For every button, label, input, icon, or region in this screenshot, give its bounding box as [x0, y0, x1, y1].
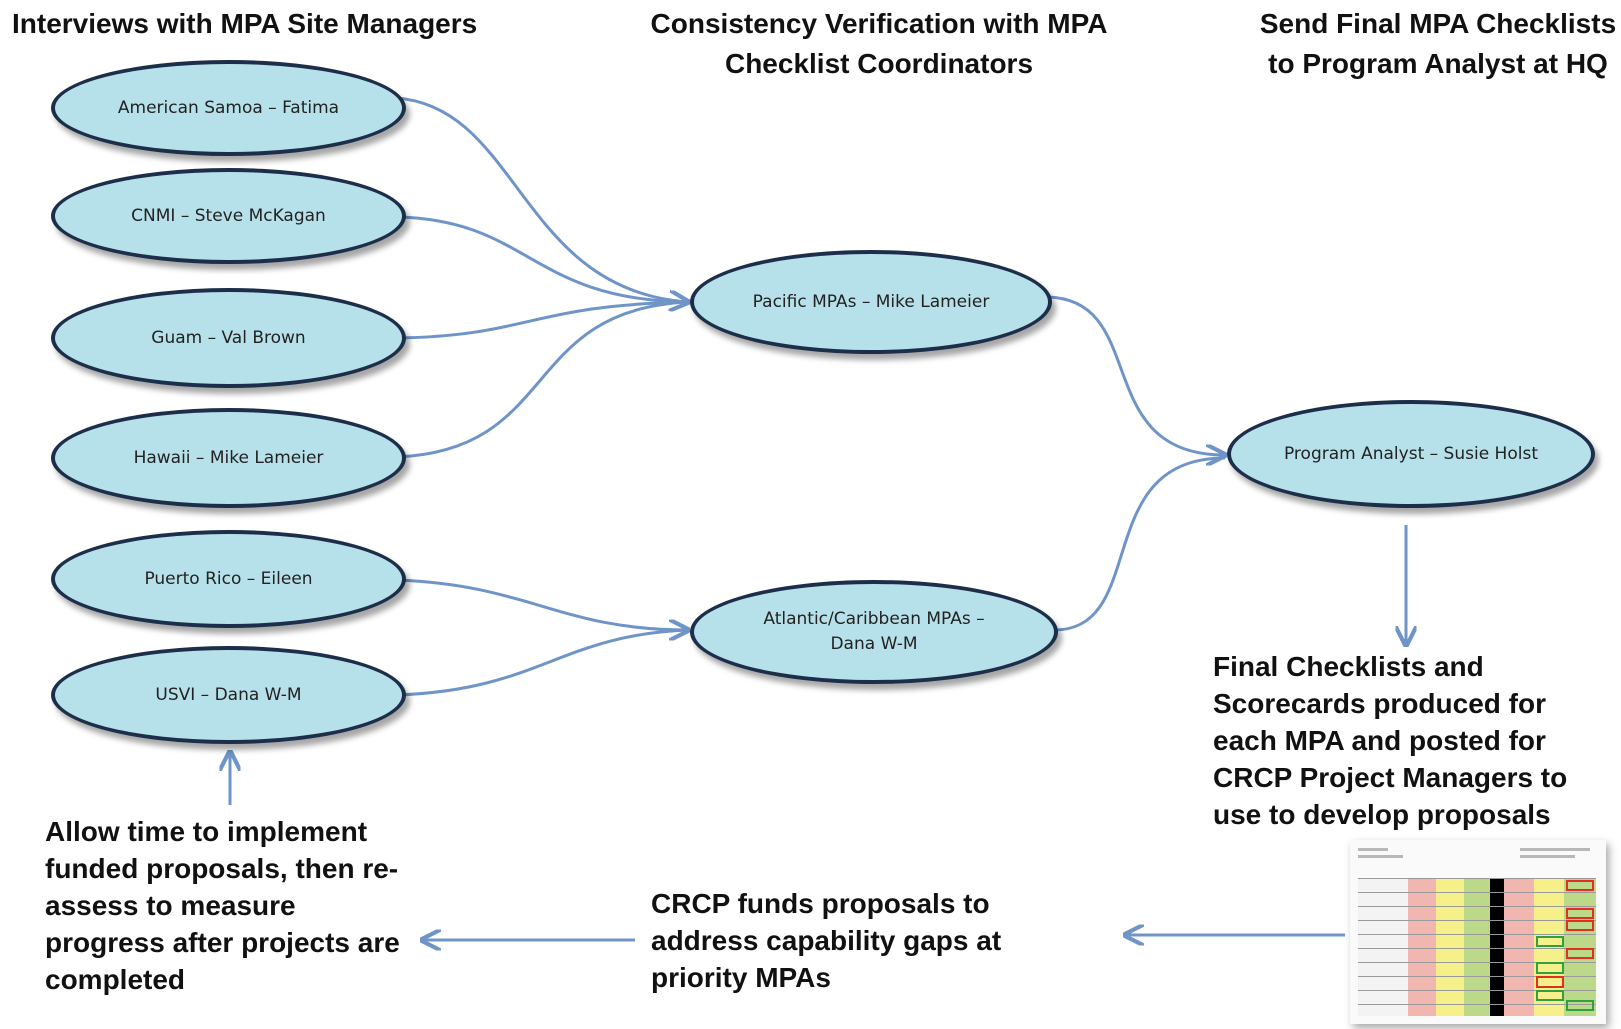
scorecard-column-yellow [1534, 878, 1564, 1016]
node-atlantic-label-line2: Dana W-M [830, 634, 918, 654]
note-final-checklists-line5: use to develop proposals [1213, 799, 1551, 830]
node-program-analyst: Program Analyst – Susie Holst [1227, 400, 1595, 508]
note-reassess-line2: funded proposals, then re- [45, 853, 399, 884]
arrow-guam-to-pacific [396, 300, 689, 340]
note-final-checklists-line2: Scorecards produced for [1213, 688, 1546, 719]
scorecard-highlight-red [1566, 908, 1594, 919]
node-atlantic-label: Atlantic/Caribbean MPAs – Dana W-M [763, 607, 984, 657]
scorecard-row-line [1358, 906, 1596, 907]
scorecard-row-line [1358, 990, 1596, 991]
note-crcp-funds-line2: address capability gaps at [651, 925, 1002, 956]
node-american-samoa-label: American Samoa – Fatima [117, 97, 340, 118]
scorecard-row-line [1358, 878, 1596, 879]
arrow-usvi-to-atlantic [396, 628, 689, 697]
scorecard-highlight-green [1536, 990, 1564, 1001]
node-hawaii: Hawaii – Mike Lameier [51, 408, 406, 508]
note-final-checklists: Final Checklists and Scorecards produced… [1213, 648, 1567, 833]
scorecard-row-line [1358, 934, 1596, 935]
note-reassess: Allow time to implement funded proposals… [45, 813, 400, 998]
node-usvi-label: USVI – Dana W-M [155, 684, 302, 705]
node-pacific-mpas-label: Pacific MPAs – Mike Lameier [752, 291, 990, 312]
scorecard-header-mark [1520, 848, 1590, 851]
note-reassess-line1: Allow time to implement [45, 816, 368, 847]
scorecard-row-line [1358, 892, 1596, 893]
node-puerto-rico-label: Puerto Rico – Eileen [144, 568, 313, 589]
scorecard-column-yellow [1436, 878, 1464, 1016]
scorecard-column-red [1504, 878, 1534, 1016]
scorecard-row-line [1358, 920, 1596, 921]
scorecard-header-mark [1520, 855, 1575, 858]
scorecard-header-mark [1358, 848, 1388, 851]
node-guam-label: Guam – Val Brown [151, 327, 306, 348]
scorecard-highlight-red [1536, 976, 1564, 988]
header-send-final-line1: Send Final MPA Checklists [1259, 8, 1617, 39]
header-send-final: Send Final MPA Checklists to Program Ana… [1258, 4, 1618, 84]
scorecard-highlight-red [1566, 880, 1594, 891]
arrow-cnmi-to-pacific [396, 215, 689, 304]
scorecard-column-green [1464, 878, 1490, 1016]
header-consistency-verification: Consistency Verification with MPA Checkl… [644, 4, 1114, 84]
scorecard-thumbnail [1350, 840, 1606, 1024]
header-consistency-line1: Consistency Verification with MPA [650, 8, 1108, 39]
scorecard-header-mark [1358, 855, 1403, 858]
header-send-final-line2: to Program Analyst at HQ [1268, 48, 1608, 79]
note-crcp-funds: CRCP funds proposals to address capabili… [651, 885, 1001, 996]
scorecard-highlight-green [1566, 1000, 1594, 1011]
scorecard-column-area [1358, 878, 1408, 1016]
node-cnmi: CNMI – Steve McKagan [51, 168, 406, 264]
scorecard-highlight-green [1536, 936, 1564, 947]
arrow-atlantic-to-analyst [1053, 456, 1226, 632]
header-site-managers: Interviews with MPA Site Managers [12, 8, 478, 39]
node-pacific-mpas: Pacific MPAs – Mike Lameier [690, 250, 1052, 354]
scorecard-row-line [1358, 1004, 1596, 1005]
header-consistency-line2: Checklist Coordinators [724, 48, 1034, 79]
node-guam: Guam – Val Brown [51, 288, 406, 388]
node-atlantic-label-line1: Atlantic/Caribbean MPAs – [763, 609, 985, 629]
arrow-samoa-to-pacific [396, 96, 688, 302]
scorecard-highlight-red [1566, 920, 1594, 931]
arrow-puertorico-to-atlantic [396, 578, 688, 630]
arrow-hawaii-to-pacific [396, 300, 689, 459]
arrow-pacific-to-analyst [1047, 295, 1225, 455]
node-hawaii-label: Hawaii – Mike Lameier [133, 447, 324, 468]
note-crcp-funds-line1: CRCP funds proposals to [651, 888, 990, 919]
node-usvi: USVI – Dana W-M [51, 646, 406, 744]
note-reassess-line5: completed [45, 964, 186, 995]
scorecard-row-line [1358, 948, 1596, 949]
scorecard-row-line [1358, 976, 1596, 977]
note-reassess-line3: assess to measure [45, 890, 296, 921]
note-reassess-line4: progress after projects are [45, 927, 400, 958]
node-american-samoa: American Samoa – Fatima [51, 60, 406, 156]
note-crcp-funds-line3: priority MPAs [651, 962, 831, 993]
note-final-checklists-line3: each MPA and posted for [1213, 725, 1546, 756]
node-program-analyst-label: Program Analyst – Susie Holst [1283, 443, 1538, 464]
node-cnmi-label: CNMI – Steve McKagan [131, 205, 326, 226]
scorecard-highlight-red [1566, 948, 1594, 959]
node-puerto-rico: Puerto Rico – Eileen [51, 530, 406, 628]
scorecard-highlight-green [1536, 962, 1564, 974]
note-final-checklists-line1: Final Checklists and [1213, 651, 1484, 682]
scorecard-column-divider [1490, 878, 1504, 1016]
scorecard-column-red [1408, 878, 1436, 1016]
note-final-checklists-line4: CRCP Project Managers to [1213, 762, 1568, 793]
scorecard-row-line [1358, 962, 1596, 963]
scorecard-column-green [1564, 878, 1596, 1016]
node-atlantic-caribbean-mpas: Atlantic/Caribbean MPAs – Dana W-M [690, 580, 1058, 684]
